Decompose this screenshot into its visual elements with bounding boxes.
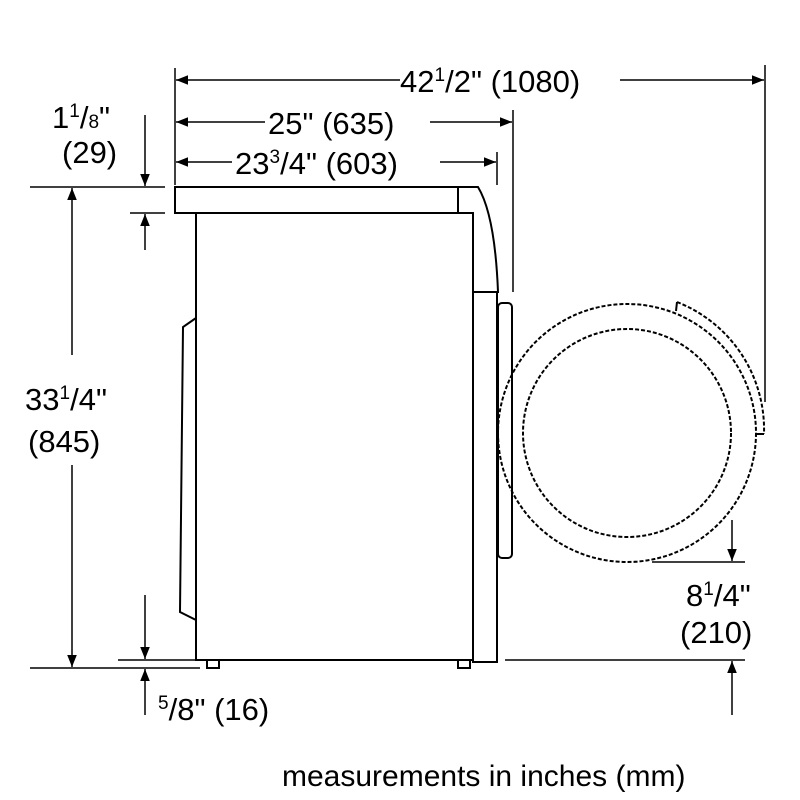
rear-foot: [206, 659, 220, 669]
height-label: 331/4": [25, 382, 107, 417]
door-closed: [497, 302, 513, 559]
units-note: measurements in inches (mm): [282, 760, 685, 793]
feet-height-label: 5/8" (16): [158, 692, 269, 727]
rear-bump: [178, 317, 197, 621]
front-foot: [457, 659, 471, 669]
top-overhang-mm-label: (29): [62, 135, 117, 170]
depth-with-door-label: 25" (635): [268, 106, 394, 141]
control-panel-front: [458, 186, 500, 293]
front-panel: [472, 291, 498, 663]
height-mm-label: (845): [28, 424, 100, 459]
body-depth-label: 233/4" (603): [235, 146, 398, 181]
door-opening-inner: [522, 328, 732, 538]
door-clearance-label: 81/4": [686, 578, 751, 613]
door-swing-arc: [676, 301, 766, 435]
top-overhang-label: 11/8": [52, 100, 110, 135]
dimension-arrows: [67, 75, 764, 715]
top-panel: [174, 186, 459, 214]
appliance-outline: [174, 186, 766, 669]
door-swing-outer: [497, 303, 757, 563]
cabinet-body: [195, 212, 474, 661]
door-clearance-mm-label: (210): [680, 615, 752, 650]
overall-depth-label: 421/2" (1080): [400, 64, 580, 99]
extension-lines: [30, 65, 766, 669]
